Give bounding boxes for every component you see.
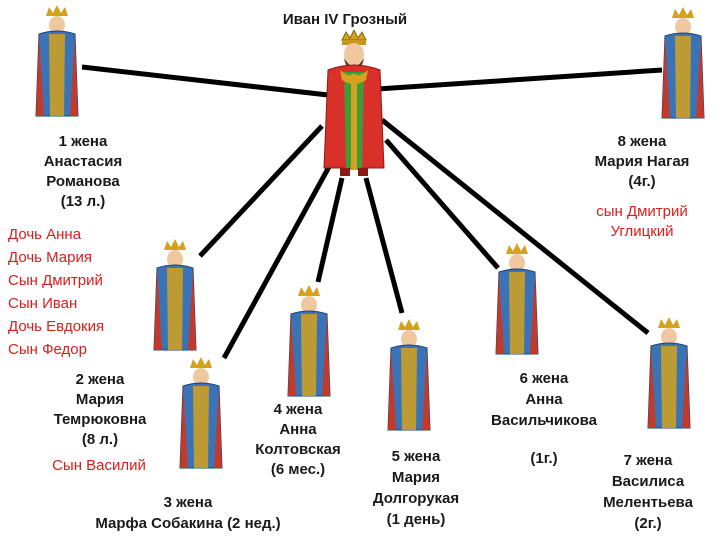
link-wife-3 (221, 163, 333, 360)
child-item: сын Дмитрий (596, 203, 688, 220)
wife-7-portrait (647, 317, 691, 429)
wife-8-children: сын Дмитрий Углицкий (570, 202, 714, 242)
wife-1-portrait (35, 5, 79, 117)
link-wife-4 (315, 177, 345, 283)
wife-1-children: Дочь Анна Дочь Мария Сын Дмитрий Сын Ива… (8, 223, 158, 361)
link-wife-8 (377, 67, 663, 92)
wife-2-portrait (153, 239, 197, 351)
link-wife-7 (380, 118, 650, 335)
tsar-title: Иван IV Грозный (282, 11, 408, 28)
child-item: Сын Иван (8, 295, 78, 312)
child-item: Сын Дмитрий (8, 272, 103, 289)
wife-4-portrait (287, 285, 331, 397)
link-wife-1 (81, 64, 329, 98)
wife-6-portrait (495, 243, 539, 355)
wife-8-portrait (661, 7, 705, 119)
child-item: Дочь Анна (8, 226, 82, 243)
link-wife-5 (363, 177, 405, 314)
child-item: Сын Василий (52, 457, 146, 474)
child-item: Дочь Мария (8, 249, 92, 266)
link-wife-2 (198, 124, 324, 258)
wife-5-portrait (387, 319, 431, 431)
wife-3-portrait (179, 357, 223, 469)
child-item: Сын Федор (8, 341, 87, 358)
child-item: Дочь Евдокия (8, 318, 105, 335)
child-item: Углицкий (610, 223, 674, 240)
tsar-portrait (323, 30, 385, 176)
link-wife-6 (384, 138, 500, 270)
wife-2-children: Сын Василий (26, 456, 172, 476)
